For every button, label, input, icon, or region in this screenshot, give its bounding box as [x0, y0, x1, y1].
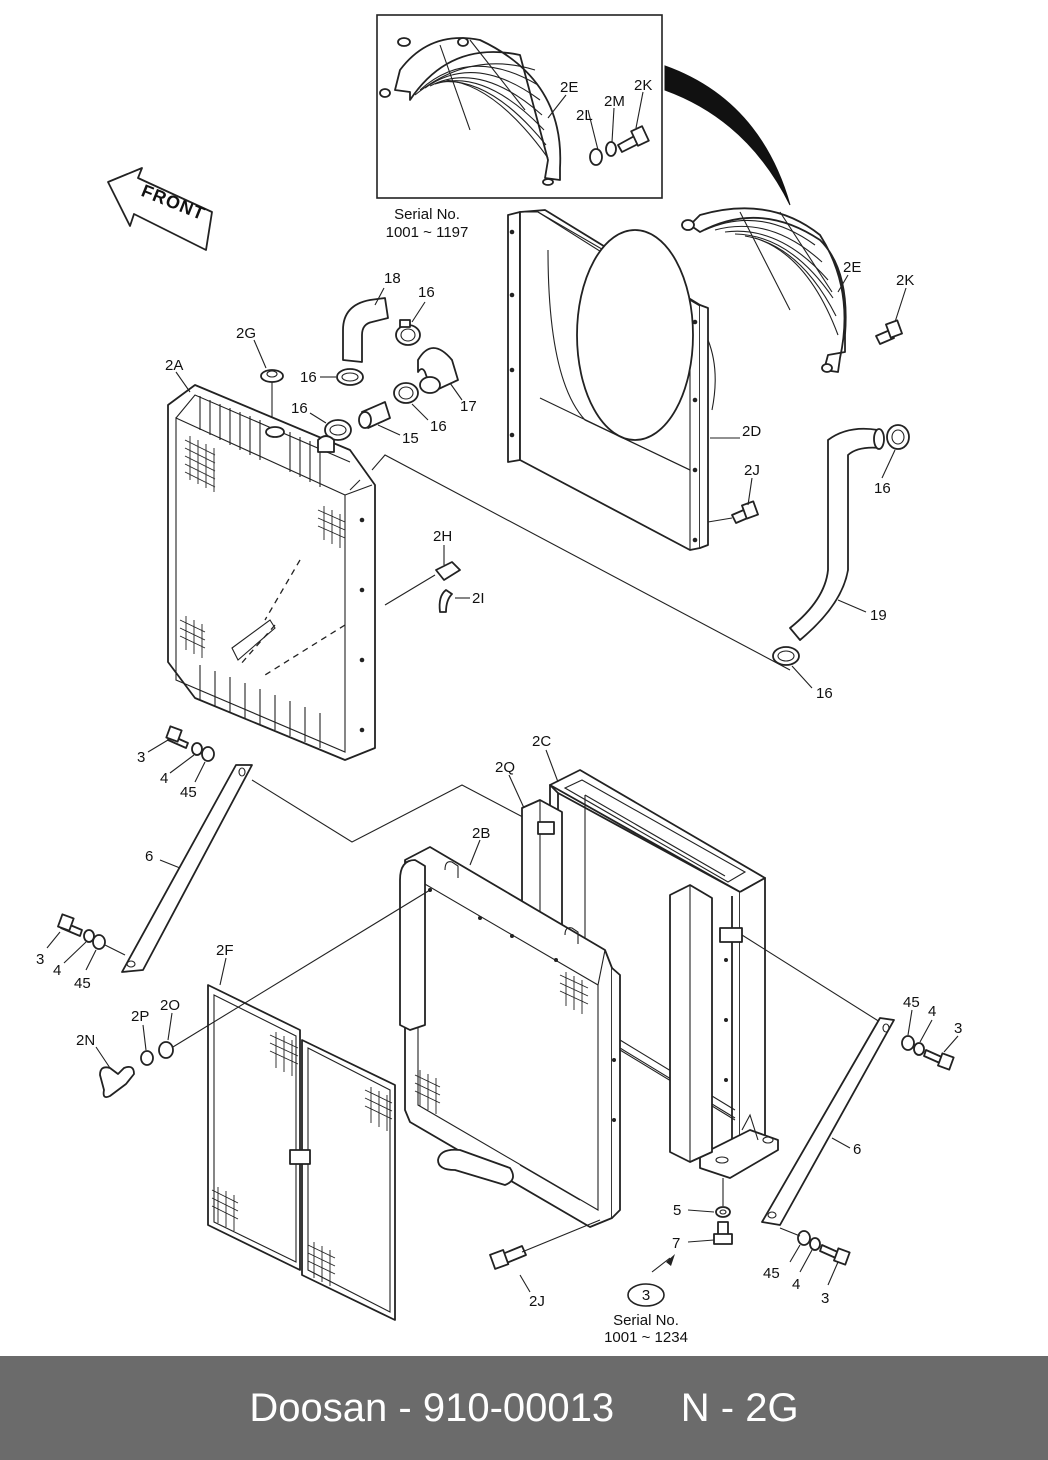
label-3-d: 3: [821, 1290, 829, 1307]
washer-45-a: [201, 746, 215, 762]
stay-rod-6-a: [121, 764, 253, 973]
label-2E: 2E: [843, 259, 861, 276]
label-2I: 2I: [472, 590, 485, 607]
hose-17: [417, 347, 459, 394]
label-4-c: 4: [928, 1003, 936, 1020]
label-45-c: 45: [903, 994, 920, 1011]
serial-bottom-line1: Serial No.: [613, 1312, 679, 1329]
washer-4-d: [809, 1237, 821, 1251]
frame-2C: [549, 769, 779, 1179]
label-17: 17: [460, 398, 477, 415]
label-2L: 2L: [576, 107, 593, 124]
washer-45-d: [797, 1230, 811, 1246]
label-2K-inset: 2K: [634, 77, 652, 94]
radiator-2A: [167, 384, 376, 761]
hose-19: [789, 427, 885, 641]
serial-top-line1: Serial No.: [394, 206, 460, 223]
cooler-core-2B: [399, 846, 621, 1228]
bracket-2H: [435, 561, 461, 581]
label-45-d: 45: [763, 1265, 780, 1282]
label-2F: 2F: [216, 942, 234, 959]
label-2D: 2D: [742, 423, 761, 440]
serial-bottom-circle: [627, 1283, 665, 1307]
label-3-b: 3: [36, 951, 44, 968]
bolt-3-c: [923, 1049, 955, 1071]
label-2O: 2O: [160, 997, 180, 1014]
washer-45-b: [92, 934, 106, 950]
label-2P: 2P: [131, 1008, 149, 1025]
label-16-e: 16: [874, 480, 891, 497]
stay-rod-6-b: [761, 1017, 895, 1226]
label-7: 7: [672, 1235, 680, 1252]
label-2J-bottom: 2J: [529, 1293, 545, 1310]
screen-2F: [207, 984, 396, 1321]
washer-4-c: [913, 1042, 925, 1056]
label-45-a: 45: [180, 784, 197, 801]
hose-2I: [438, 589, 453, 613]
label-2B: 2B: [472, 825, 490, 842]
inset-fan-guard-detail: [376, 14, 663, 199]
radiator-cap-2G: [260, 369, 284, 383]
washer-2P: [140, 1050, 154, 1066]
bolt-7: [713, 1221, 733, 1245]
label-2J-top: 2J: [744, 462, 760, 479]
label-6-b: 6: [853, 1141, 861, 1158]
hose-15: [358, 401, 391, 429]
fan-guard-2E: [681, 207, 847, 373]
bolt-3-b: [57, 913, 83, 937]
label-4-b: 4: [53, 962, 61, 979]
hose-clamp-16-c: [393, 382, 419, 404]
serial-bottom-line2: 1001 ~ 1234: [604, 1329, 688, 1346]
hose-clamp-16-f: [772, 646, 800, 666]
bolt-2J-bottom: [489, 1245, 527, 1270]
front-direction-arrow-icon: FRONT: [107, 167, 213, 251]
washer-4-a: [191, 742, 203, 756]
label-2M: 2M: [604, 93, 625, 110]
label-15: 15: [402, 430, 419, 447]
label-18: 18: [384, 270, 401, 287]
label-2C: 2C: [532, 733, 551, 750]
label-2Q: 2Q: [495, 759, 515, 776]
label-16-a: 16: [418, 284, 435, 301]
label-5: 5: [673, 1202, 681, 1219]
hose-clamp-16-b: [336, 368, 364, 386]
wing-nut-2N: [99, 1065, 135, 1099]
label-16-f: 16: [816, 685, 833, 702]
duct-block: [669, 884, 743, 1163]
bolt-3-d: [819, 1244, 851, 1266]
bolt-3-a: [165, 725, 189, 749]
label-2H: 2H: [433, 528, 452, 545]
serial-top-line2: 1001 ~ 1197: [386, 224, 469, 241]
label-3-c: 3: [954, 1020, 962, 1037]
washer-5: [715, 1206, 731, 1218]
washer-4-b: [83, 929, 95, 943]
washer-2O: [158, 1041, 174, 1059]
hose-18: [342, 297, 389, 363]
label-16-d: 16: [291, 400, 308, 417]
label-19: 19: [870, 607, 887, 624]
label-45-b: 45: [74, 975, 91, 992]
fan-shroud-2D: [507, 209, 716, 551]
washer-45-c: [901, 1035, 915, 1051]
footer-bar: Doosan - 910-00013 N - 2G: [0, 1356, 1048, 1460]
label-2N: 2N: [76, 1032, 95, 1049]
hose-clamp-16-e: [886, 424, 910, 450]
hose-clamp-16-d: [324, 419, 352, 441]
label-6-a: 6: [145, 848, 153, 865]
label-2K: 2K: [896, 272, 914, 289]
label-16-b: 16: [300, 369, 317, 386]
hose-clamp-16-a: [395, 319, 421, 346]
label-2E-inset: 2E: [560, 79, 578, 96]
label-2A: 2A: [165, 357, 183, 374]
footer-part-number: Doosan - 910-00013 N - 2G: [249, 1386, 799, 1430]
label-4-d: 4: [792, 1276, 800, 1293]
label-16-c: 16: [430, 418, 447, 435]
detail-arrow-swoosh: [664, 65, 791, 206]
label-2G: 2G: [236, 325, 256, 342]
serial-bottom-circle-number: 3: [642, 1287, 650, 1304]
exploded-parts-diagram: 2E 2K 2M 2L Serial No. 1001 ~ 1197 FRONT…: [36, 14, 962, 1346]
label-4-a: 4: [160, 770, 168, 787]
label-3-a: 3: [137, 749, 145, 766]
